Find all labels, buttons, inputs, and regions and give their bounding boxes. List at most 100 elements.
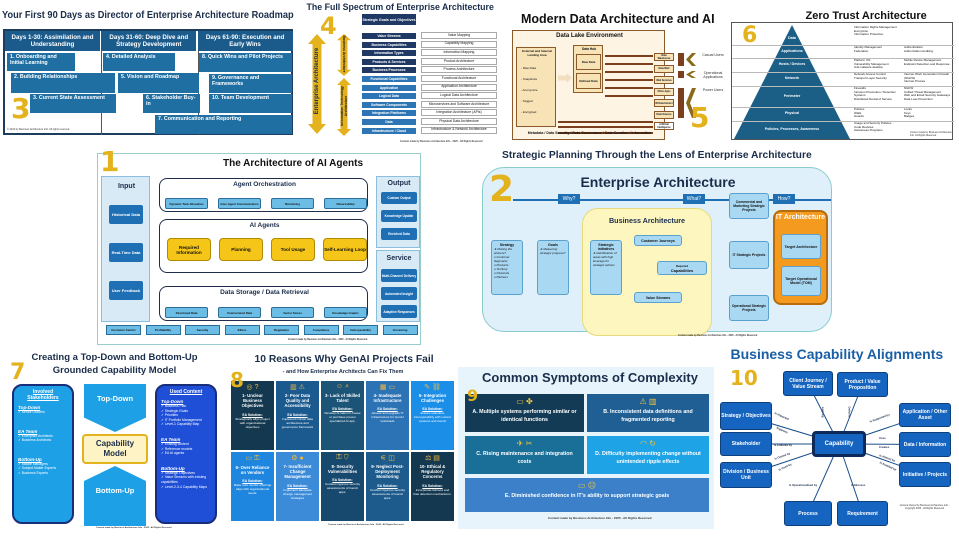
ea-layer[interactable]: Application [362,84,416,91]
output-box[interactable]: Web Services [654,76,674,84]
roadmap-step[interactable]: 10. Team Development [209,94,292,113]
symptom-cell[interactable]: ▭ ☹E. Diminished confidence in IT's abil… [465,478,709,512]
principle-item[interactable]: Profitability [145,325,181,335]
capability-node[interactable]: Strategy / Objectives [720,402,772,430]
strategic-project-box[interactable]: Operational Strategic Projects [729,295,769,321]
pyramid-layer[interactable]: Applications [781,48,803,53]
capability-node[interactable]: Client Journey / Value Stream [783,371,833,396]
customer-journeys-box[interactable]: Customer Journeys [634,235,682,246]
output-box[interactable]: Data Science [654,110,674,119]
ea-practice[interactable]: Microservices and Software Architecture [421,100,497,108]
principle-item[interactable]: Compliance [303,325,339,335]
agent-orchestration-item[interactable]: Monitoring [271,198,314,209]
failure-card[interactable]: ⚟ ◫9- Neglect Post-Deployment Monitoring… [366,452,409,521]
strategic-project-box[interactable]: IT Strategic Projects [729,241,769,269]
output-item[interactable]: Enriched Data [381,228,417,240]
capability-model-box[interactable]: Capability Model [82,434,148,464]
ea-practice[interactable]: Process Architecture [421,66,497,74]
goals-box[interactable]: Goals➤ Measuring strategic progress? [537,240,569,295]
principle-item[interactable]: Regulation [264,325,299,335]
service-item[interactable]: Adaptive Responses [381,305,417,318]
input-source[interactable]: Real-Time Data [109,243,143,262]
pyramid-layer[interactable]: Physical [784,111,800,115]
ea-layer[interactable]: Value Streams [362,33,416,39]
ea-layer[interactable]: Integration Platforms [362,110,416,117]
agent-orchestration-item[interactable]: Dynamic Task Allocation [165,198,208,209]
ai-agents-item[interactable]: Planning [219,238,263,261]
output-box[interactable]: Data Mart [654,64,674,73]
input-source[interactable]: Historical Data [109,205,143,224]
data-storage-item[interactable]: Knowledge Graphs [324,307,367,318]
panel-complexity[interactable]: Common Symptoms of Complexity▭ ✤A. Multi… [458,367,714,529]
ea-practice[interactable]: Capability Mapping [421,40,497,48]
capability-node[interactable]: Product / Value Proposition [837,372,888,397]
panel-90-days-roadmap[interactable]: Your First 90 Days as Director of Enterp… [0,8,296,136]
ea-layer[interactable]: Logical Data [362,93,416,100]
capability-node[interactable]: Application / Other Asset [899,403,951,427]
output-box[interactable]: Artificial Intelligence [654,122,674,130]
symptom-cell[interactable]: ▭ ✤A. Multiple systems performing simila… [465,394,584,432]
symptom-cell[interactable]: ◠ ↻D. Difficulty implementing change wit… [587,436,709,474]
principle-item[interactable]: Ethics [224,325,260,335]
roadmap-step[interactable]: 3. Current State Assessment [30,94,116,113]
ea-practice[interactable]: Logical Data Architecture [421,92,497,100]
roadmap-step[interactable]: 8. Quick Wins and Pilot Projects [199,53,292,72]
ea-layer[interactable]: Software Components [362,101,416,108]
principle-item[interactable]: Security [185,325,220,335]
why-label[interactable]: Why? [558,194,580,204]
how-label[interactable]: How? [773,194,795,204]
failure-card[interactable]: ▥ ⚠2- Poor Data Quality and Accessibilit… [276,381,319,450]
ea-layer[interactable]: Functional Capabilities [362,76,416,82]
ea-practice[interactable]: Functional Architecture [421,75,497,82]
target-operating-model[interactable]: Target Operational Model (TOM) [781,266,821,296]
symptom-cell[interactable]: ✈ ✂C. Rising maintenance and integration… [465,436,584,474]
panel-genai-fail[interactable]: 10 Reasons Why GenAI Projects Fail- and … [228,354,458,536]
principle-item[interactable]: Interoperability [343,325,378,335]
pyramid-layer[interactable]: Hosts / Devices [778,62,806,66]
roadmap-step[interactable]: 5. Vision and Roadmap [118,73,199,93]
agent-orchestration-item[interactable]: Inter-Agent Communication [218,198,261,209]
ea-layer[interactable]: Business Processes [362,67,416,74]
ea-layer[interactable]: Infrastructure / Cloud [362,127,416,134]
value-streams-box[interactable]: Value Streams [634,292,682,303]
data-storage-item[interactable]: Structured Data [165,307,208,318]
data-storage-item[interactable]: Vector Stores [271,307,314,318]
output-box[interactable]: BI Data Extract [654,99,674,107]
ea-practice[interactable]: Product Architecture [421,57,497,65]
agent-orchestration-item[interactable]: Observability [324,198,367,209]
roadmap-step[interactable]: 4. Detailed Analysis [103,53,175,71]
what-label[interactable]: What? [683,194,705,204]
service-item[interactable]: Automated Insight [381,287,417,300]
panel-full-spectrum-ea[interactable]: The Full Spectrum of Enterprise Architec… [300,0,500,148]
capability-node[interactable]: Initiative / Projects [899,462,951,487]
symptom-cell[interactable]: ⚠ ▥B. Inconsistent data definitions and … [587,394,709,432]
output-box[interactable]: Other Apps [654,87,674,96]
ea-practice[interactable]: Infrastructure & Network Architecture [421,126,497,134]
ai-agents-item[interactable]: Tool Usage [271,238,315,261]
input-source[interactable]: User Feedback [109,281,143,300]
capability-node[interactable]: Process [784,501,832,526]
output-box[interactable]: Data Warehouse [654,53,674,61]
data-storage-item[interactable]: Unstructured Data [218,307,261,318]
pyramid-layer[interactable]: Network [784,76,800,80]
output-item[interactable]: Knowledge Update [381,210,417,222]
capability-node[interactable]: Stakeholder [720,432,772,456]
ea-practice[interactable]: Physical Data Architecture [421,118,497,125]
ea-layer[interactable]: Information Types [362,50,416,57]
capability-center[interactable]: Capability [812,431,866,457]
roadmap-step[interactable]: 9. Governance and Frameworks [209,74,292,93]
principle-item[interactable]: Versioning [382,325,418,335]
